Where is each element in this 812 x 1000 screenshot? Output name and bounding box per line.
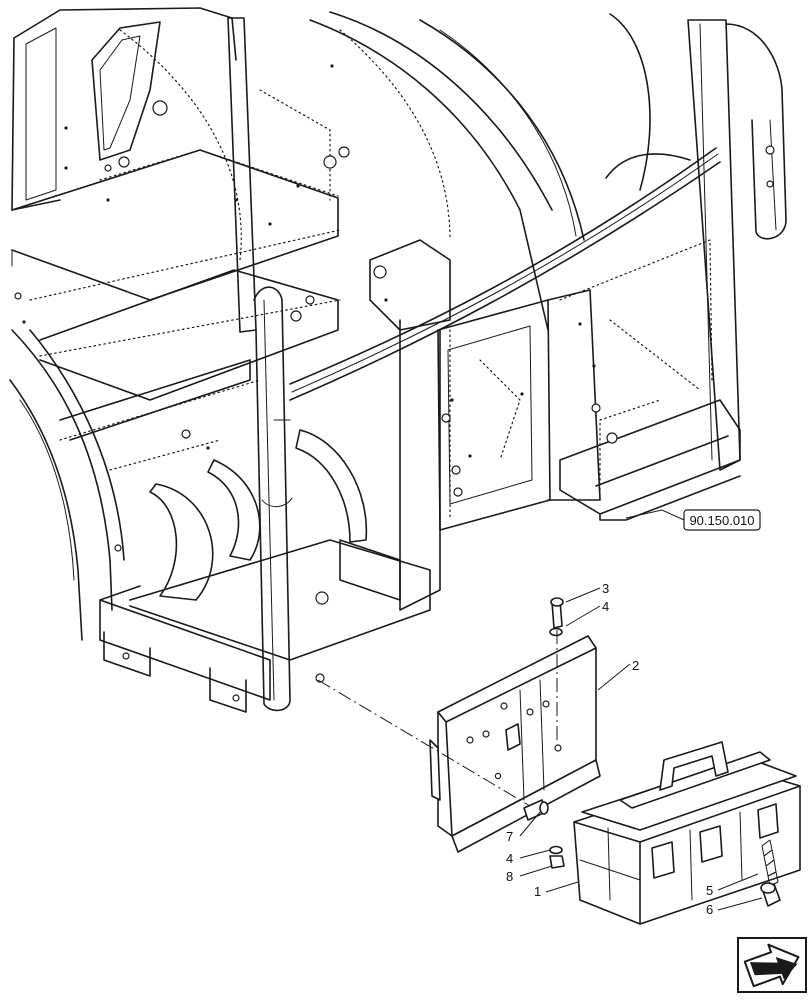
callout-6: 6: [706, 902, 713, 917]
washer-4-upper: [549, 627, 563, 637]
reference-box[interactable]: 90.150.010: [683, 509, 761, 531]
cap-6: [760, 882, 781, 907]
washer-4-lower: [549, 845, 563, 855]
alignment-line-bracket: [317, 679, 531, 807]
callout-2: 2: [632, 658, 639, 673]
tool-box: [573, 741, 801, 925]
tool-box-mounting-bracket: [429, 635, 601, 853]
bolt-3: [550, 597, 564, 629]
bolt-7: [523, 799, 549, 821]
next-page-arrow-icon[interactable]: [737, 936, 807, 993]
callout-leaders: [519, 509, 763, 911]
callout-4-upper: 4: [602, 599, 609, 614]
callout-1: 1: [534, 884, 541, 899]
reference-label: 90.150.010: [689, 513, 754, 528]
chain-5: [761, 839, 779, 887]
cab-frame: [9, 7, 787, 713]
nut-8: [549, 855, 565, 869]
callout-4-lower: 4: [506, 851, 513, 866]
callout-8: 8: [506, 869, 513, 884]
callout-5: 5: [706, 883, 713, 898]
callout-7: 7: [506, 829, 513, 844]
callout-3: 3: [602, 581, 609, 596]
